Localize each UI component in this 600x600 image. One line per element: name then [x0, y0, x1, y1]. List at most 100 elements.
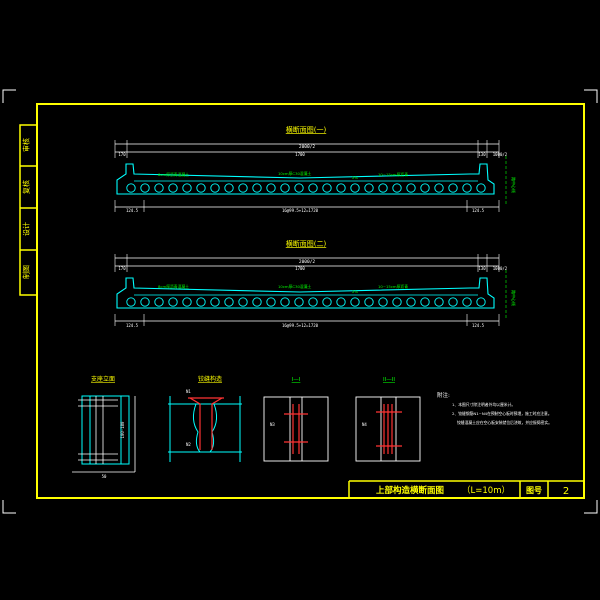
slab-hole	[420, 297, 430, 307]
slab-hole	[126, 297, 136, 307]
s1-vertical-note: 路中心线	[511, 177, 517, 193]
detail-1-title: 支座立面	[91, 375, 115, 383]
detail-2-tag1: N1	[186, 389, 191, 394]
s2-edge-dim: 1000/2	[493, 266, 508, 271]
s1-right-dim: 130	[478, 152, 486, 157]
slab-hole	[476, 297, 486, 307]
slab-hole	[154, 183, 164, 193]
slab-hole	[224, 183, 234, 193]
detail-hinge: 铰缝构造 N1 N2	[168, 375, 242, 462]
slab-hole	[168, 297, 178, 307]
slab-hole	[406, 297, 416, 307]
s1-bottom-mid: 16@99.5+12=1720	[282, 208, 319, 213]
s2-mid-dim: 1700	[295, 266, 305, 271]
slab-hole	[406, 183, 416, 193]
slab-hole	[224, 297, 234, 307]
slab-hole	[266, 183, 276, 193]
slab-hole	[378, 183, 388, 193]
s2-right-dim: 130	[478, 266, 486, 271]
detail-2-title: 铰缝构造	[198, 375, 222, 383]
note-1: 1、本图尺寸除注明者外均以厘米计。	[452, 402, 515, 407]
sheet-title: 上部构造横断面图	[376, 485, 444, 496]
detail-section-2: II—II N4	[355, 377, 421, 462]
detail-bearing: 支座立面 100-180 50	[72, 375, 136, 479]
slab-hole	[140, 297, 150, 307]
stamp-label-4: 制图	[22, 265, 31, 279]
slab-hole	[252, 297, 262, 307]
notes: 附注: 1、本图尺寸除注明者外均以厘米计。 2、铰缝钢筋N1~N4在预制空心板时…	[437, 391, 552, 425]
detail-4-tag: N4	[362, 422, 367, 427]
stamp-label-2: 复核	[22, 180, 31, 194]
slab-hole	[448, 297, 458, 307]
slab-hole	[462, 297, 472, 307]
side-stamp-labels: 审核 复核 设计 制图	[22, 138, 31, 279]
slab-hole	[448, 183, 458, 193]
s1-label-right2: 10~15cm厚沥青	[378, 172, 408, 177]
s1-bottom-left: 124.5	[126, 208, 139, 213]
slab-hole	[434, 183, 444, 193]
slab-hole	[392, 183, 402, 193]
deck-outline	[116, 163, 495, 195]
detail-1-dim-v: 100-180	[120, 421, 125, 438]
s1-edge-dim: 1000/2	[493, 152, 508, 157]
s1-total-width: 2000/2	[299, 144, 316, 150]
detail-2-tag2: N2	[186, 442, 191, 447]
detail-1-dim-h: 50	[102, 474, 107, 479]
s2-label-left: 8cm厚沥青混凝土	[158, 284, 189, 289]
slab-hole	[252, 183, 262, 193]
s1-mid-dim: 1700	[295, 152, 305, 157]
cross-section-1	[114, 140, 507, 212]
s1-label-mid: 10cm厚C30混凝土	[278, 171, 311, 176]
slab-hole	[294, 297, 304, 307]
slab-hole	[140, 183, 150, 193]
section-1-labels: 2000/2 170 1700 130 1000/2 8cm厚沥青混凝土 10c…	[118, 144, 517, 213]
slab-hole	[266, 297, 276, 307]
title-bar	[348, 480, 584, 498]
stamp-label-1: 审核	[22, 138, 31, 152]
slab-hole	[364, 183, 374, 193]
section-2-title: 横断面图(二)	[286, 239, 327, 248]
slab-hole	[350, 297, 360, 307]
s2-total-width: 2000/2	[299, 259, 316, 265]
s1-bottom-right: 124.5	[472, 208, 485, 213]
main-frame	[36, 103, 585, 499]
slab-hole	[322, 183, 332, 193]
note-2: 2、铰缝钢筋N1~N4在预制空心板时预埋，施工时应注意。	[452, 411, 552, 416]
s2-bottom-mid: 16@99.5+12=1720	[282, 323, 319, 328]
stamp-label-3: 设计	[22, 222, 31, 236]
sheet-span: （L=10m）	[462, 485, 510, 496]
drawing-no-label: 图号	[526, 486, 542, 495]
detail-section-1: I—I N3	[263, 377, 329, 462]
slab-hole	[476, 183, 486, 193]
s2-label-right: 2%	[352, 289, 358, 294]
s1-label-left: 8cm厚沥青混凝土	[158, 172, 189, 177]
slab-hole	[238, 297, 248, 307]
slab-hole	[182, 297, 192, 307]
slab-hole	[392, 297, 402, 307]
slab-hole	[126, 183, 136, 193]
slab-hole	[196, 183, 206, 193]
cross-section-2	[114, 254, 507, 326]
detail-3-tag: N3	[270, 422, 275, 427]
slab-hole	[322, 297, 332, 307]
slab-hole	[168, 183, 178, 193]
s2-label-mid: 10cm厚C30混凝土	[278, 284, 311, 289]
notes-heading: 附注:	[437, 391, 450, 399]
s1-left-dim: 170	[118, 152, 126, 157]
slab-hole	[378, 297, 388, 307]
slab-hole	[210, 183, 220, 193]
slab-hole	[280, 297, 290, 307]
s1-label-right: 2%	[352, 175, 358, 180]
s2-bottom-right: 124.5	[472, 323, 485, 328]
slab-hole	[336, 183, 346, 193]
slab-hole	[196, 297, 206, 307]
slab-hole	[210, 297, 220, 307]
s2-bottom-left: 124.5	[126, 323, 139, 328]
detail-3-title: I—I	[292, 377, 301, 383]
slab-hole	[336, 297, 346, 307]
slab-hole	[350, 183, 360, 193]
deck-outline	[116, 277, 495, 309]
drawing-no: 2	[563, 486, 569, 497]
slab-hole	[182, 183, 192, 193]
